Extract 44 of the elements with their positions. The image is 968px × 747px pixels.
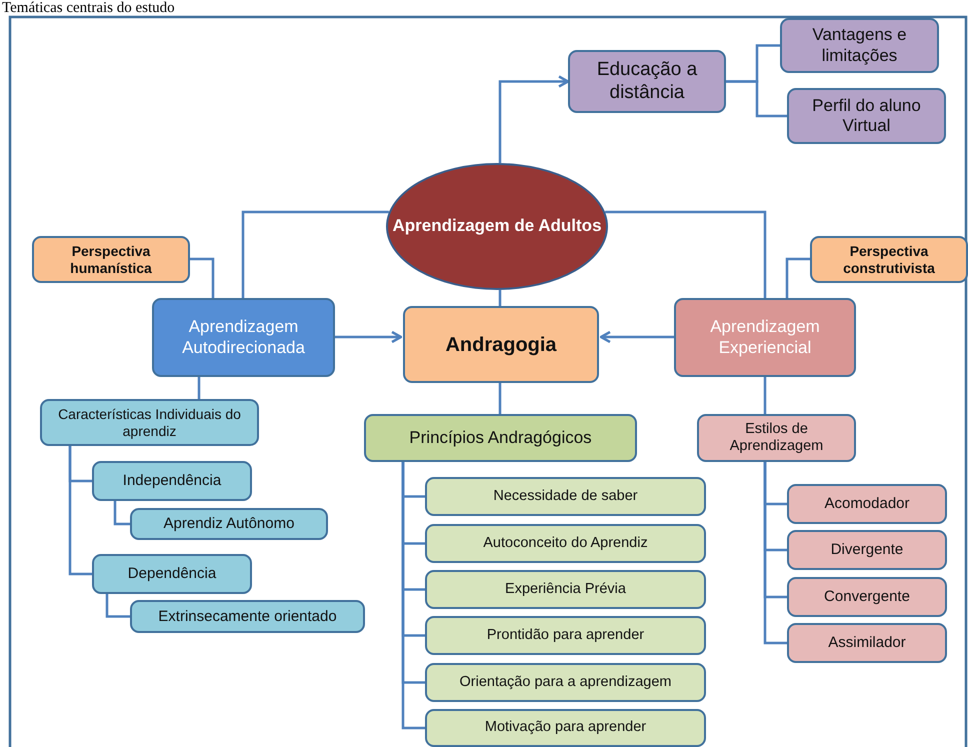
connector-line <box>498 383 502 414</box>
item-box: Experiência Prévia <box>425 570 706 609</box>
arrow <box>335 330 402 344</box>
item-box: Acomodador <box>787 484 947 524</box>
arrow <box>498 75 570 163</box>
subtopic-box: Perfil do aluno Virtual <box>787 88 946 144</box>
category-box: Características Individuais do aprendiz <box>40 399 259 446</box>
item-box: Extrinsecamente orientado <box>130 600 365 633</box>
item-box: Convergente <box>787 577 947 617</box>
item-box: Orientação para a aprendizagem <box>425 663 706 702</box>
item-box: Motivação para aprender <box>425 709 706 747</box>
item-box: Assimilador <box>787 623 947 663</box>
item-box: Divergente <box>787 530 947 570</box>
item-box: Dependência <box>92 554 252 594</box>
topic-box: Educação a distância <box>568 50 726 113</box>
connector-line <box>786 258 810 298</box>
connector-line <box>68 446 92 576</box>
category-box: Princípios Andragógicos <box>364 414 637 462</box>
connector-line <box>242 210 389 298</box>
connector-line <box>764 462 787 644</box>
item-box: Necessidade de saber <box>425 477 706 516</box>
perspective-box: Perspectiva humanística <box>32 236 190 283</box>
perspective-box: Perspectiva construtivista <box>810 236 968 283</box>
topic-box: Aprendizagem Autodirecionada <box>152 298 335 377</box>
connector-line <box>605 210 766 298</box>
connector-line <box>106 594 130 618</box>
connector-line <box>402 462 425 730</box>
topic-box: Aprendizagem Experiencial <box>674 298 856 377</box>
connector-line <box>764 377 766 414</box>
diagram-title: Temáticas centrais do estudo <box>2 0 175 16</box>
item-box: Aprendiz Autônomo <box>130 508 328 540</box>
item-box: Autoconceito do Aprendiz <box>425 524 706 563</box>
connector-line <box>198 377 200 399</box>
topic-box: Andragogia <box>403 306 599 383</box>
connector-line <box>114 501 130 526</box>
item-box: Prontidão para aprender <box>425 616 706 655</box>
central-ellipse: Aprendizagem de Adultos <box>386 163 608 290</box>
arrow <box>600 330 674 344</box>
category-box: Estilos de Aprendizagem <box>697 414 856 462</box>
connector-line <box>498 290 502 306</box>
subtopic-box: Vantagens e limitações <box>780 18 939 73</box>
connector-line <box>190 258 214 298</box>
connector-line <box>726 80 787 118</box>
item-box: Independência <box>92 461 252 501</box>
